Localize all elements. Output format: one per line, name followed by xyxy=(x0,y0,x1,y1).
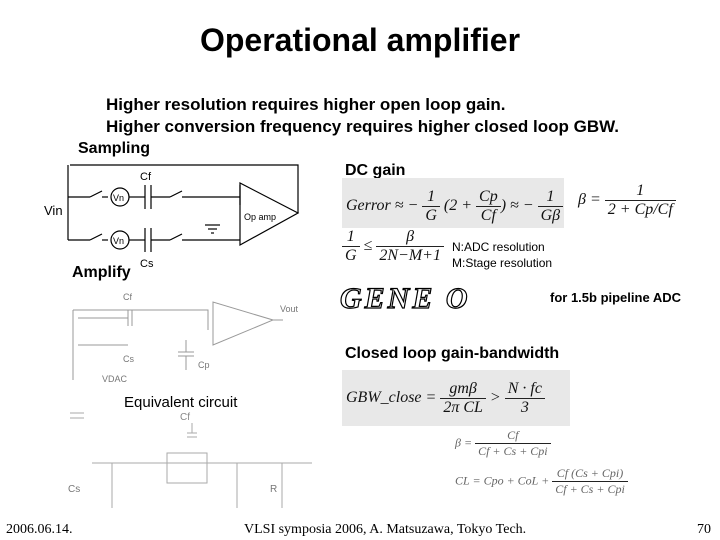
slide-title: Operational amplifier xyxy=(199,22,521,58)
cf-label: Cf xyxy=(140,171,152,183)
dc-gain-label: DC gain xyxy=(345,162,406,179)
eq-cs-label: Cs xyxy=(68,484,80,495)
opamp-label: Op amp xyxy=(244,212,276,222)
footer-venue: VLSI symposia 2006, A. Matsuzawa, Tokyo … xyxy=(244,522,527,537)
eq-cf-label: Cf xyxy=(180,412,190,423)
cp-label: Cp xyxy=(198,360,210,370)
sampling-label: Sampling xyxy=(78,140,151,157)
greek-watermark-text: GENE O xyxy=(339,281,471,315)
footer-page-number: 70 xyxy=(697,522,711,537)
legend-n: N:ADC resolution xyxy=(452,240,545,254)
vout-label: Vout xyxy=(280,304,299,314)
gerror-lhs: Gerror xyxy=(346,197,391,215)
vdac-label: VDAC xyxy=(102,374,128,384)
cl-equation: CL = Cpo + CoL + Cf (Cs + Cpi)Cf + Cs + … xyxy=(455,466,628,497)
bullet-resolution: Higher resolution requires higher open l… xyxy=(106,95,506,114)
amplify-label: Amplify xyxy=(72,264,131,281)
footer-date: 2006.06.14. xyxy=(6,522,73,537)
equivalent-label: Equivalent circuit xyxy=(124,394,238,411)
pipeline-note: for 1.5b pipeline ADC xyxy=(550,290,681,305)
amp-cs-label: Cs xyxy=(123,354,134,364)
equivalent-circuit-diagram: Cf Cs R xyxy=(68,412,312,508)
closed-loop-label: Closed loop gain-bandwidth xyxy=(345,345,560,362)
cs-label: Cs xyxy=(140,258,154,270)
sampling-circuit-diagram: Cf Cs Vn Vn Op amp Vin xyxy=(44,164,300,270)
amplify-circuit-diagram: Cf Cs Vout Cp VDAC xyxy=(72,292,299,384)
legend-m: M:Stage resolution xyxy=(452,256,553,270)
amp-cf-label: Cf xyxy=(123,292,132,302)
vn-label-1: Vn xyxy=(113,193,124,203)
eq-r-label: R xyxy=(270,484,277,495)
bullet-conversion: Higher conversion frequency requires hig… xyxy=(106,117,619,136)
vin-label: Vin xyxy=(44,203,63,218)
vn-label-2: Vn xyxy=(113,236,124,246)
